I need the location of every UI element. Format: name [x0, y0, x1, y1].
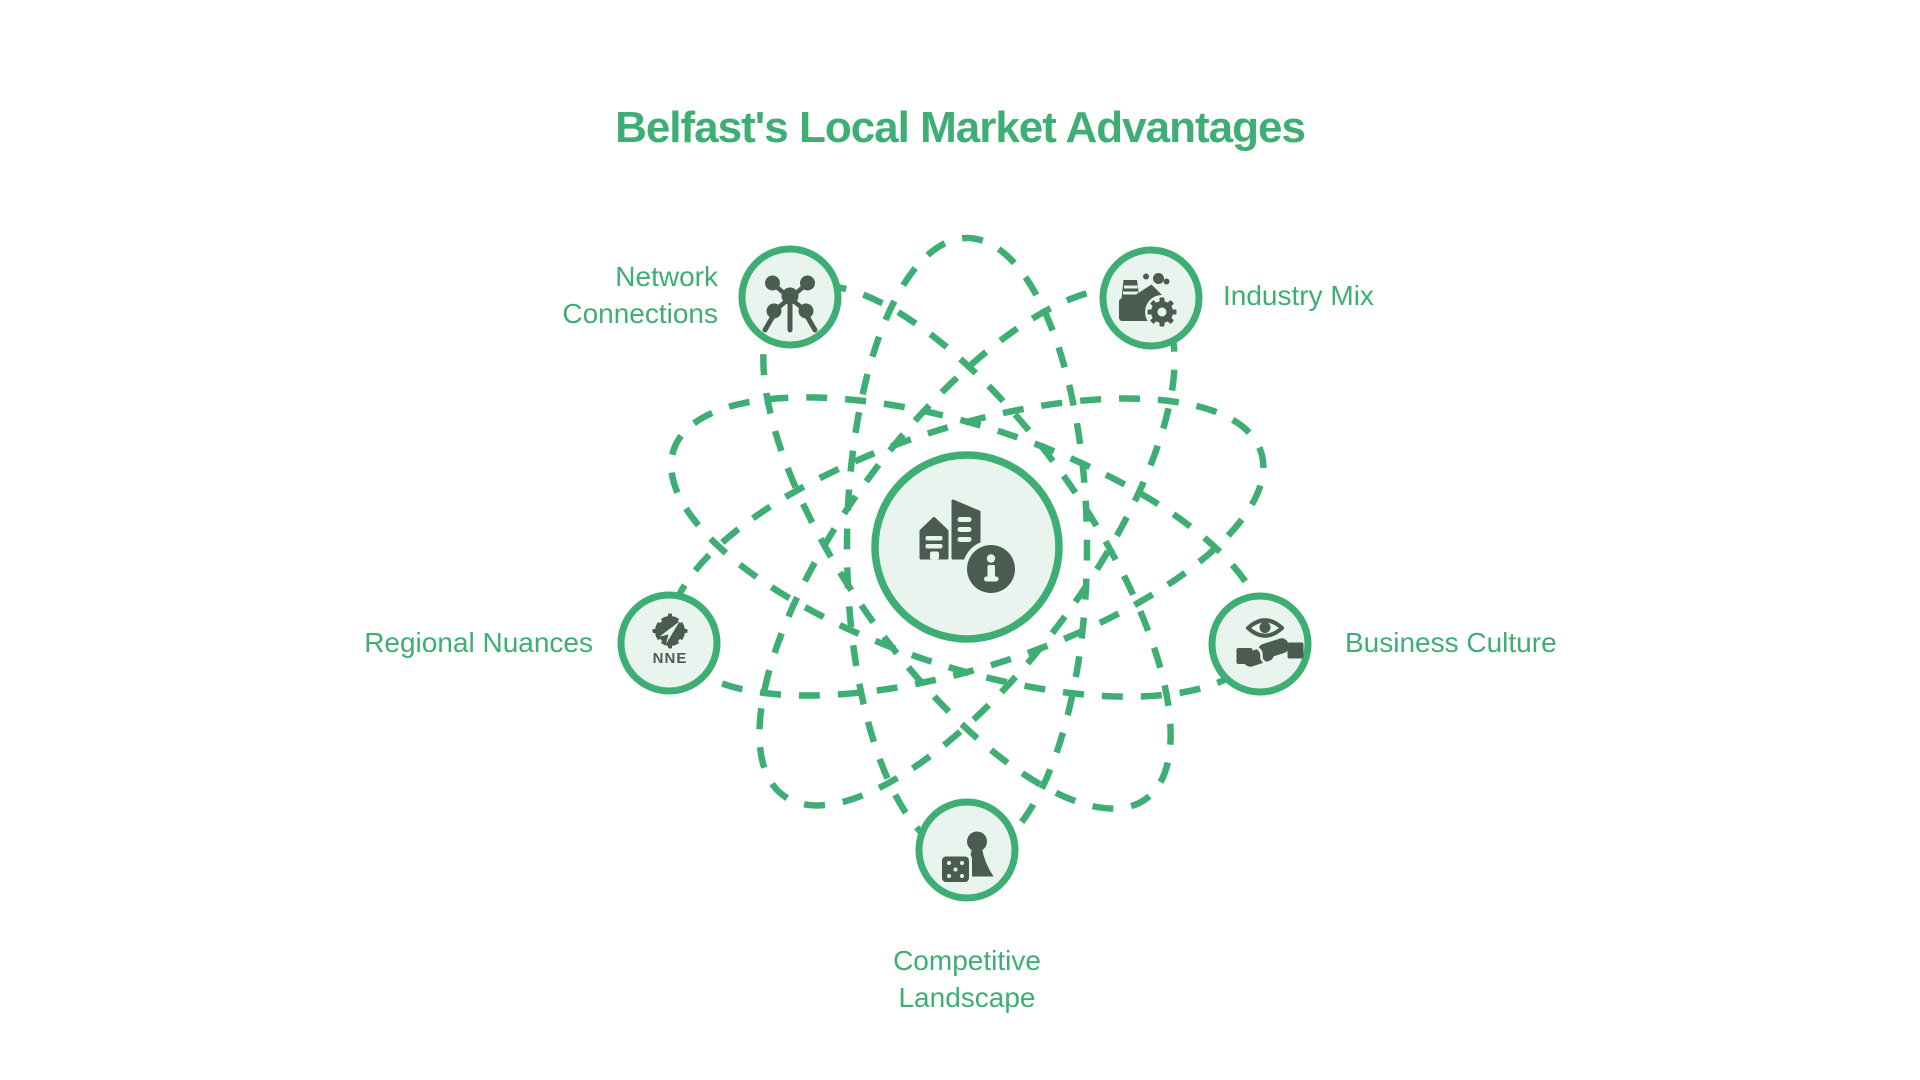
label-network-connections: Network Connections	[562, 261, 718, 329]
compass-nne-icon: NNE	[652, 613, 688, 667]
node-business-culture	[1208, 592, 1312, 696]
pawn-dice-icon	[939, 831, 994, 885]
node-network-connections	[738, 245, 842, 349]
node-industry-mix	[1099, 246, 1203, 350]
city-info-icon	[919, 499, 1020, 598]
center-node	[871, 451, 1063, 643]
label-regional-nuances: Regional Nuances	[364, 627, 593, 658]
compass-nne-text: NNE	[653, 650, 688, 667]
factory-gear-icon	[1119, 273, 1179, 329]
atomium-network-icon	[762, 275, 818, 333]
label-competitive-landscape: Competitive Landscape	[893, 945, 1041, 1013]
node-regional-nuances: NNE	[617, 591, 721, 695]
page-title: Belfast's Local Market Advantages	[615, 103, 1306, 152]
label-industry-mix: Industry Mix	[1223, 280, 1374, 311]
node-competitive-landscape	[915, 798, 1019, 902]
business-node-circle	[1208, 592, 1312, 696]
eye-handshake-icon	[1236, 618, 1304, 667]
label-business-culture: Business Culture	[1345, 627, 1557, 658]
